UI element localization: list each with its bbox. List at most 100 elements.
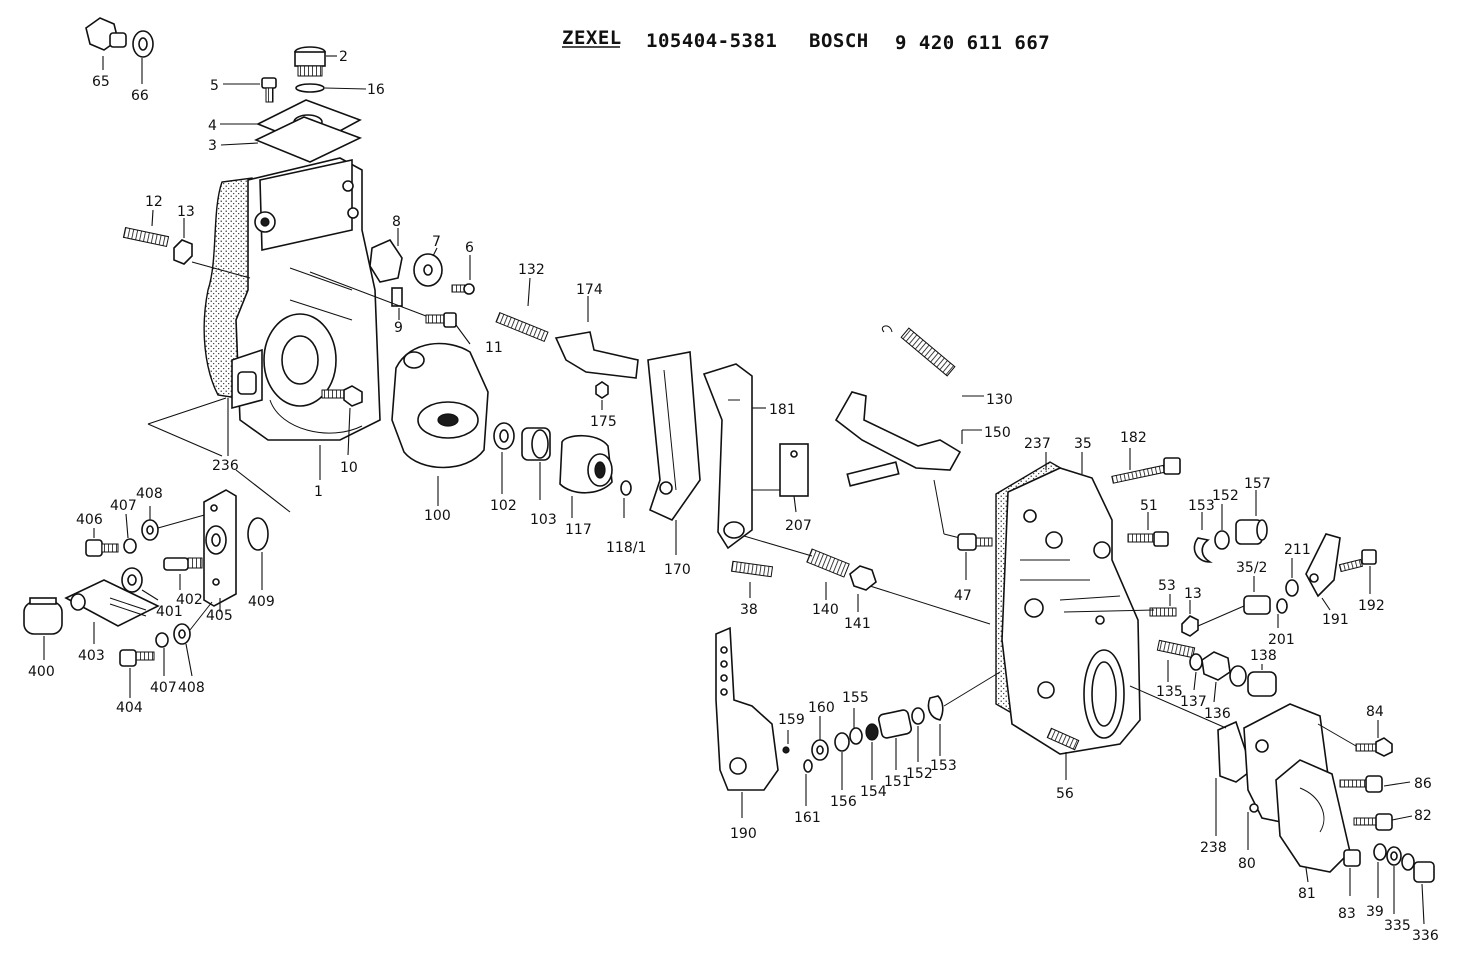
callout-207: 207 <box>785 518 812 534</box>
part-117-bearing <box>559 434 613 518</box>
callout-400: 400 <box>28 664 55 680</box>
part-86-screw <box>1339 775 1411 793</box>
callout-155: 155 <box>842 690 869 706</box>
part-403-plate <box>64 579 160 644</box>
callout-136: 136 <box>1204 706 1231 722</box>
part-408-washer-top <box>141 506 159 541</box>
callout-66: 66 <box>131 88 149 104</box>
part-number-zexel: 105404-5381 <box>646 30 777 52</box>
part-47-screw <box>957 533 993 580</box>
part-13-nut-right <box>1181 600 1199 637</box>
part-103-sleeve <box>521 427 551 500</box>
part-175-nut <box>595 381 609 410</box>
part-10-screw <box>321 385 363 456</box>
part-136-nut <box>1201 651 1247 703</box>
callout-53: 53 <box>1158 578 1176 594</box>
callout-182: 182 <box>1120 430 1147 446</box>
part-192-screw <box>1338 549 1377 594</box>
part-152-o-ring-bottom <box>911 707 925 762</box>
part-400-plug <box>23 597 63 660</box>
part-207-block <box>752 443 809 513</box>
part-211-washer <box>1285 558 1299 597</box>
callout-13-right: 13 <box>1184 586 1202 602</box>
callout-138: 138 <box>1250 648 1277 664</box>
part-155-ring <box>849 708 863 745</box>
part-8-sleeve <box>369 228 403 283</box>
callout-1: 1 <box>314 484 323 500</box>
callout-211: 211 <box>1284 542 1311 558</box>
callout-84: 84 <box>1366 704 1384 720</box>
callout-13: 13 <box>177 204 195 220</box>
part-3-gasket <box>220 116 363 163</box>
part-409-o-ring <box>247 517 269 590</box>
callout-238: 238 <box>1200 840 1227 856</box>
part-406-screw <box>85 528 119 557</box>
callout-137: 137 <box>1180 694 1207 710</box>
callout-402: 402 <box>176 592 203 608</box>
callout-159: 159 <box>778 712 805 728</box>
callout-65: 65 <box>92 74 110 90</box>
callout-407-top: 407 <box>110 498 137 514</box>
callout-154: 154 <box>860 784 887 800</box>
part-170-tensioning-lever <box>647 351 701 555</box>
part-82-screw <box>1353 813 1413 831</box>
callout-47: 47 <box>954 588 972 604</box>
brand-zexel: ZEXEL <box>562 27 622 49</box>
callout-130: 130 <box>986 392 1013 408</box>
callout-118-1: 118/1 <box>606 540 646 556</box>
part-9-clip <box>391 287 403 320</box>
callout-335: 335 <box>1384 918 1411 934</box>
callout-35: 35 <box>1074 436 1092 452</box>
callout-83: 83 <box>1338 906 1356 922</box>
callout-404: 404 <box>116 700 143 716</box>
callout-8: 8 <box>392 214 401 230</box>
callout-labels: 65 66 2 16 5 4 3 12 13 8 7 6 9 11 132 17… <box>28 49 1439 944</box>
part-150-control-lever <box>834 391 982 487</box>
part-38-screw <box>730 560 774 598</box>
callout-150: 150 <box>984 425 1011 441</box>
callout-2: 2 <box>339 49 348 65</box>
brand-bosch: BOSCH <box>809 30 869 52</box>
callout-10: 10 <box>340 460 358 476</box>
part-13-nut <box>173 218 193 265</box>
part-102-washer <box>493 422 515 494</box>
callout-153-bottom: 153 <box>930 758 957 774</box>
part-154-spring <box>865 723 879 780</box>
part-81-plate <box>1275 759 1351 883</box>
callout-3: 3 <box>208 138 217 154</box>
callout-175: 175 <box>590 414 617 430</box>
callout-151: 151 <box>884 774 911 790</box>
callout-16: 16 <box>367 82 385 98</box>
callout-39: 39 <box>1366 904 1384 920</box>
callout-170: 170 <box>664 562 691 578</box>
part-65-plug-screw <box>85 17 127 70</box>
part-181-guide-lever <box>702 363 766 550</box>
part-39-washer <box>1373 843 1387 898</box>
part-35-2-plug <box>1243 576 1271 615</box>
part-153-ring-bottom <box>927 695 944 756</box>
part-174-lever <box>554 296 639 379</box>
part-401-washer <box>121 567 159 601</box>
part-402-valve <box>163 557 203 590</box>
part-156-washer <box>834 732 850 790</box>
callout-408-top: 408 <box>136 486 163 502</box>
callout-406: 406 <box>76 512 103 528</box>
callout-140: 140 <box>812 602 839 618</box>
callout-407-bottom: 407 <box>150 680 177 696</box>
callout-181: 181 <box>769 402 796 418</box>
part-118-1-washer <box>620 480 632 518</box>
part-161-washer <box>803 759 813 806</box>
part-151-shaft <box>877 709 913 770</box>
part-159-pin <box>782 730 790 754</box>
part-140-adjusting-screw <box>806 548 850 600</box>
part-53-screw <box>1149 594 1177 617</box>
part-1-gasket <box>269 399 363 480</box>
callout-174: 174 <box>576 282 603 298</box>
part-405-plate <box>203 489 237 612</box>
callout-152-top: 152 <box>1212 488 1239 504</box>
callout-103: 103 <box>530 512 557 528</box>
part-236-leader-lines <box>147 397 291 513</box>
part-190-stop-lever <box>715 626 779 818</box>
